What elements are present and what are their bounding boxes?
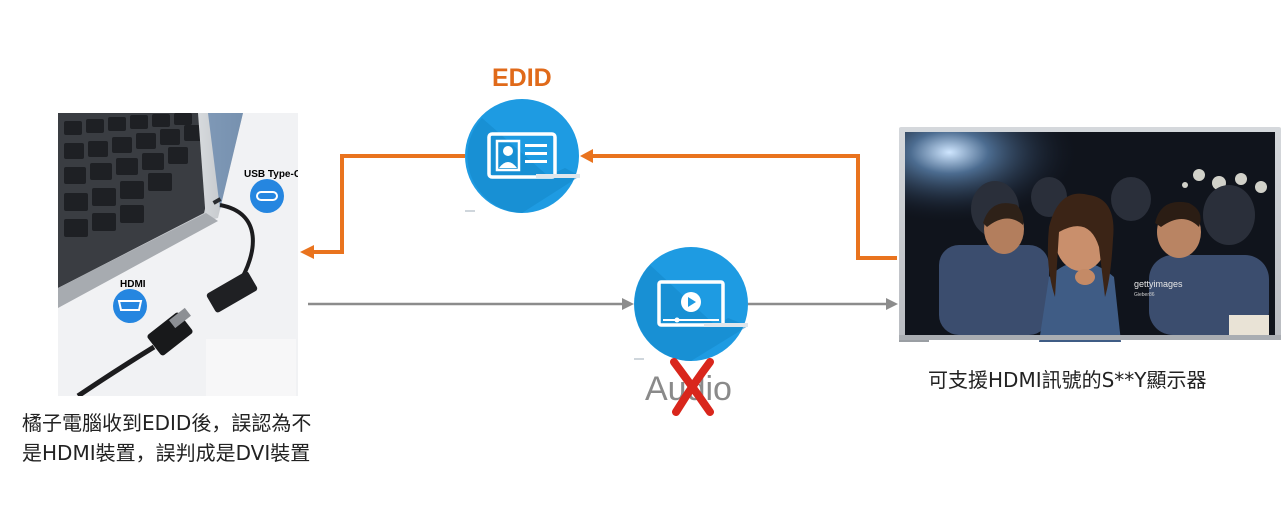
laptop-caption: 橘子電腦收到EDID後，誤認為不 是HDMI裝置，誤判成是DVI裝置 [22, 408, 311, 468]
laptop-caption-line-2: 是HDMI裝置，誤判成是DVI裝置 [22, 441, 311, 465]
edid-circle [465, 99, 580, 213]
hdmi-label: HDMI [120, 279, 146, 290]
tv-watermark: gettyimages [1134, 279, 1183, 289]
usb-type-c-label: USB Type-C [244, 169, 298, 180]
laptop-adapter-photo: USB Type-C HDMI [58, 113, 298, 396]
edid-arrow-left-segment [312, 154, 465, 254]
audio-circle [634, 247, 748, 361]
video-player-icon [657, 280, 725, 327]
edid-arrow-head-to-circle [580, 149, 593, 163]
edid-label: EDID [492, 64, 552, 92]
id-card-icon [487, 132, 557, 179]
signal-arrow-head-to-tv [886, 298, 898, 310]
tv-watermark-sub: Gieber86 [1134, 292, 1155, 298]
tv-caption: 可支援HDMI訊號的S**Y顯示器 [928, 368, 1207, 392]
edid-arrow-head-to-laptop [300, 245, 314, 259]
signal-arrow-head-to-circle [622, 298, 634, 310]
edid-arrow-right-segment [590, 154, 897, 260]
laptop-caption-line-1: 橘子電腦收到EDID後，誤認為不 [22, 411, 312, 435]
tv-display: gettyimages Gieber86 [899, 127, 1281, 342]
reject-x-icon [670, 358, 714, 416]
